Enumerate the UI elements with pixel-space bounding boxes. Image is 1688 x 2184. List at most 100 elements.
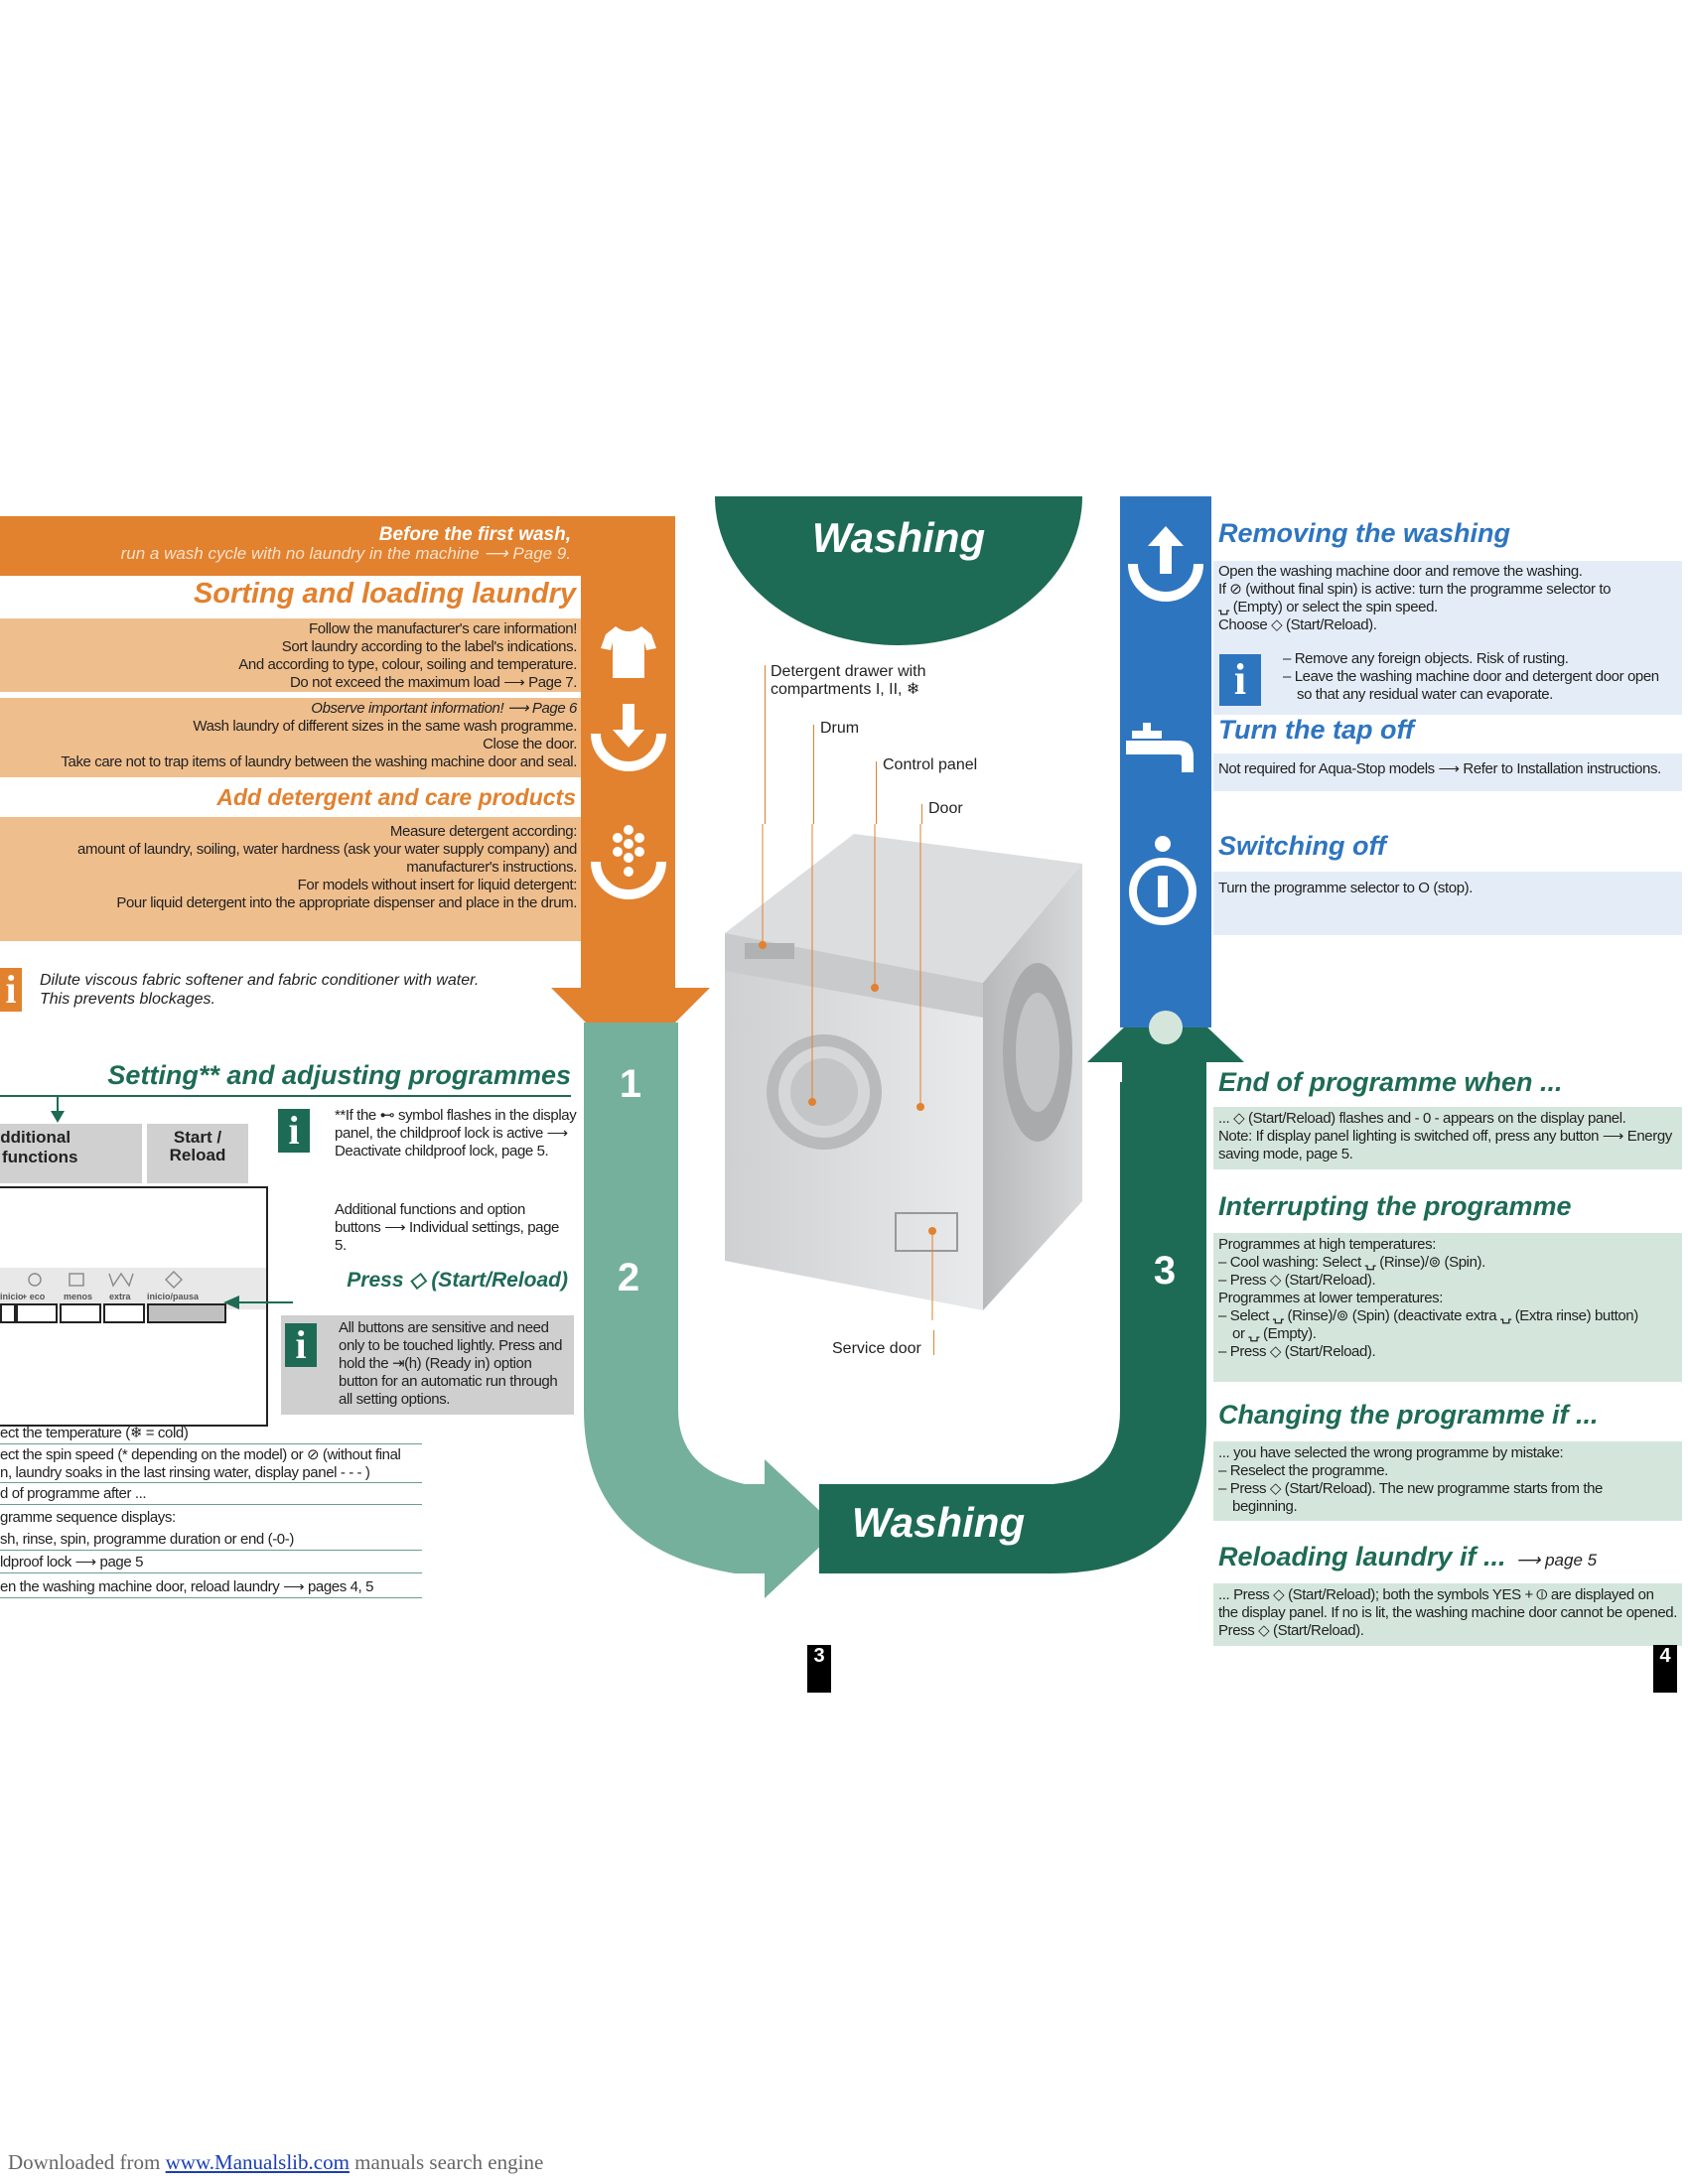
detergent-title: Add detergent and care products <box>216 784 576 810</box>
sorting-line: Take care not to trap items of laundry b… <box>61 753 577 770</box>
label-drum: Drum <box>820 720 860 737</box>
panel-button[interactable] <box>60 1303 101 1323</box>
tap-icon <box>1126 723 1194 772</box>
removing-line: Open the washing machine door and remove… <box>1218 563 1583 580</box>
sorting-line: And according to type, colour, soiling a… <box>238 656 577 673</box>
detergent-block: Measure detergent according: amount of l… <box>0 817 581 941</box>
programme-steps-list: ect the temperature (❄ = cold) ect the s… <box>0 1424 422 1598</box>
changing-block: ... you have selected the wrong programm… <box>1213 1441 1682 1521</box>
detergent-line: amount of laundry, soiling, water hardne… <box>77 841 577 858</box>
footer-prefix: Downloaded from <box>8 2150 166 2174</box>
removing-info-line: – Remove any foreign objects. Risk of ru… <box>1283 650 1569 667</box>
info-icon: i <box>278 1109 310 1153</box>
step-line: gramme sequence displays: <box>0 1509 176 1526</box>
reload-block: ... Press ◇ (Start/Reload); both the sym… <box>1213 1583 1682 1646</box>
reload-page-ref: ⟶ page 5 <box>1515 1551 1598 1570</box>
tap-title: Turn the tap off <box>1218 715 1414 745</box>
switch-text: Turn the programme selector to O (stop). <box>1218 880 1474 896</box>
first-wash-banner <box>0 516 675 576</box>
first-wash-title: Before the first wash, <box>378 524 571 545</box>
end-line: Note: If display panel lighting is switc… <box>1218 1128 1672 1145</box>
sorting-line: Wash laundry of different sizes in the s… <box>193 718 577 735</box>
panel-label: menos <box>64 1292 93 1301</box>
removing-info-line: so that any residual water can evaporate… <box>1297 686 1553 703</box>
page-number-left: 3 <box>807 1645 831 1693</box>
panel-symbols <box>28 1271 183 1289</box>
column-header-label: Start / Reload <box>169 1128 226 1164</box>
panel-button[interactable] <box>103 1303 145 1323</box>
interrupt-title: Interrupting the programme <box>1218 1191 1572 1221</box>
label-detergent-drawer: Detergent drawer with compartments I, II… <box>771 663 926 698</box>
changing-line: ... you have selected the wrong programm… <box>1218 1444 1564 1461</box>
sensitive-note-box: i All buttons are sensitive and need onl… <box>281 1315 574 1415</box>
sorting-line: Close the door. <box>483 736 577 752</box>
childlock-note: **If the ⊷ symbol flashes in the display… <box>335 1107 577 1160</box>
detergent-line: manufacturer's instructions. <box>406 859 577 876</box>
page-number-right: 4 <box>1653 1645 1677 1693</box>
additional-note: Additional functions and option buttons … <box>335 1201 559 1254</box>
detergent-line: Measure detergent according: <box>389 823 577 840</box>
step-line: en the washing machine door, reload laun… <box>0 1573 422 1598</box>
press-start-title: Press ◇ (Start/Reload) <box>347 1269 568 1292</box>
detergent-icon <box>591 825 666 899</box>
info-icon: i <box>1219 654 1261 706</box>
download-footer: Downloaded from www.Manualslib.com manua… <box>8 2150 543 2175</box>
leader-line <box>933 1330 934 1355</box>
panel-label: + eco <box>22 1292 46 1301</box>
changing-line: beginning. <box>1232 1498 1298 1515</box>
setting-title-underline <box>0 1095 571 1097</box>
dilute-line: Dilute viscous fabric softener and fabri… <box>40 972 480 989</box>
switch-title: Switching off <box>1218 831 1386 861</box>
info-icon: i <box>285 1323 317 1367</box>
interrupt-line: – Press ◇ (Start/Reload). <box>1218 1343 1376 1360</box>
detergent-line: Pour liquid detergent into the appropria… <box>116 894 577 911</box>
label-door: Door <box>928 800 963 817</box>
power-off-icon <box>1129 836 1196 925</box>
interrupt-block: Programmes at high temperatures: – Cool … <box>1213 1233 1682 1382</box>
reload-line: the display panel. If no is lit, the was… <box>1218 1604 1677 1621</box>
reload-line: Press ◇ (Start/Reload). <box>1218 1622 1364 1639</box>
leader-line <box>876 761 877 824</box>
end-title: End of programme when ... <box>1218 1067 1563 1097</box>
interrupt-line: or ⍽ (Empty). <box>1232 1325 1317 1342</box>
step-3-number: 3 <box>1153 1249 1177 1293</box>
start-reload-button[interactable] <box>147 1303 226 1323</box>
step-2-number: 2 <box>617 1256 640 1299</box>
panel-label: inicio/pausa <box>147 1292 200 1301</box>
reload-title: Reloading laundry if ... <box>1218 1542 1506 1571</box>
tap-block: Not required for Aqua-Stop models ⟶ Refe… <box>1213 753 1682 791</box>
washing-title-top: Washing <box>811 514 986 561</box>
control-panel-illustration: inicio + eco menos extra inicio/pausa <box>0 1186 268 1427</box>
leader-line <box>921 804 922 824</box>
sorting-line: Follow the manufacturer's care informati… <box>309 620 577 637</box>
panel-button[interactable] <box>0 1303 16 1323</box>
switch-block: Turn the programme selector to O (stop). <box>1213 872 1682 935</box>
changing-line: – Press ◇ (Start/Reload). The new progra… <box>1218 1480 1603 1497</box>
footer-suffix: manuals search engine <box>349 2150 544 2174</box>
manualslib-link[interactable]: www.Manualslib.com <box>165 2150 350 2174</box>
column-header-start: Start / Reload <box>147 1124 248 1183</box>
interrupt-line: – Press ◇ (Start/Reload). <box>1218 1272 1376 1289</box>
changing-title: Changing the programme if ... <box>1218 1400 1599 1430</box>
arrow-down-icon <box>51 1097 65 1123</box>
first-wash-text: run a wash cycle with no laundry in the … <box>120 544 571 563</box>
removing-info-line: – Leave the washing machine door and det… <box>1283 668 1659 685</box>
step-line: ect the spin speed (* depending on the m… <box>0 1446 401 1463</box>
detergent-line: For models without insert for liquid det… <box>297 877 578 893</box>
shirt-icon <box>601 626 656 678</box>
reload-line: ... Press ◇ (Start/Reload); both the sym… <box>1218 1586 1654 1603</box>
column-header-label: Additional functions <box>0 1128 78 1166</box>
end-line: ... ◇ (Start/Reload) flashes and - 0 - a… <box>1218 1110 1626 1127</box>
interrupt-line: – Cool washing: Select ⍽ (Rinse)/⊚ (Spin… <box>1218 1254 1485 1271</box>
washing-title-bottom: Washing <box>851 1499 1026 1546</box>
removing-block: Open the washing machine door and remove… <box>1213 561 1682 715</box>
info-icon: i <box>0 968 22 1012</box>
interrupt-line: – Select ⍽ (Rinse)/⊚ (Spin) (deactivate … <box>1218 1307 1638 1324</box>
column-header-additional: Additional functions <box>0 1124 142 1183</box>
step-line: ect the temperature (❄ = cold) <box>0 1424 422 1444</box>
panel-button[interactable] <box>16 1303 58 1323</box>
dilute-line: This prevents blockages. <box>40 991 215 1008</box>
removing-line: ⍽ (Empty) or select the spin speed. <box>1218 599 1438 615</box>
arrow-left-icon <box>223 1296 293 1309</box>
panel-label: inicio <box>0 1292 24 1301</box>
